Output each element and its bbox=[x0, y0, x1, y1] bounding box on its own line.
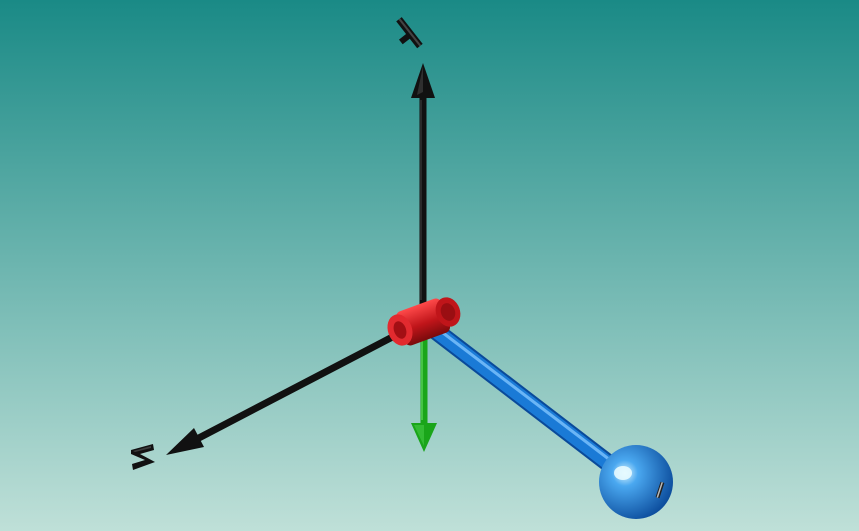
y-axis-label: Y bbox=[396, 17, 423, 49]
z-axis-arrowhead bbox=[166, 428, 204, 455]
y-axis bbox=[411, 63, 435, 322]
bob-label: m bbox=[655, 481, 665, 499]
pendulum-rod[interactable] bbox=[423, 319, 621, 475]
pivot-joint[interactable] bbox=[383, 294, 464, 349]
z-axis-label: Z bbox=[131, 444, 155, 470]
z-axis bbox=[166, 328, 406, 455]
gravity-arrow bbox=[411, 330, 437, 452]
pendulum-bob[interactable] bbox=[599, 445, 673, 519]
